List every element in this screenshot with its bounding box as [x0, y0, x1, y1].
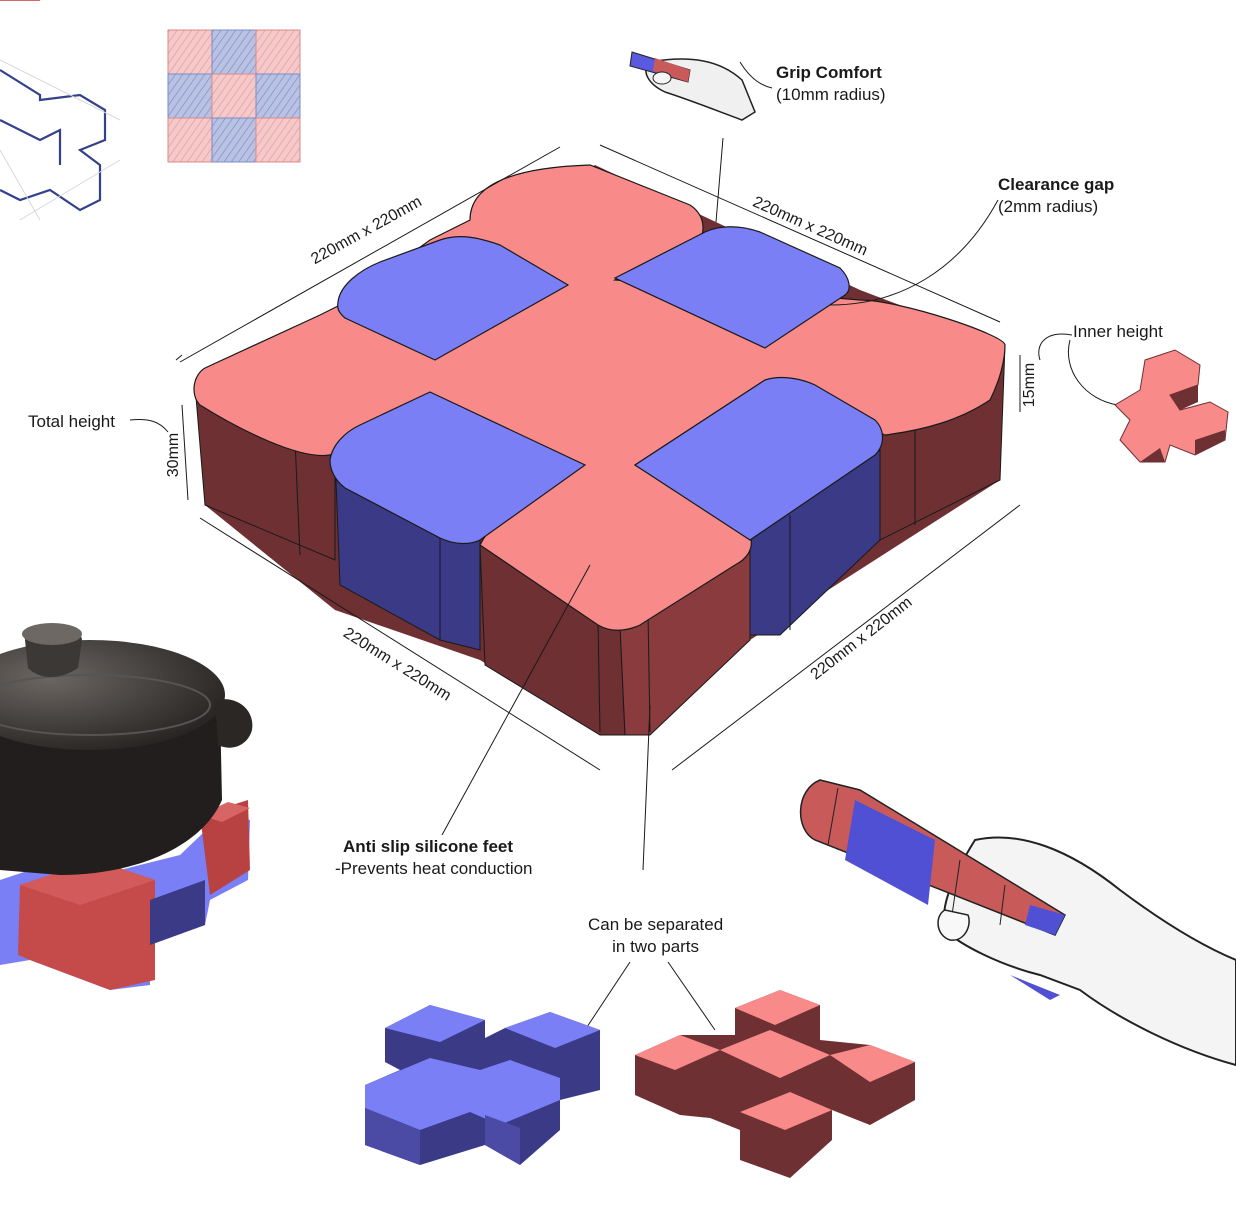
blue-part-icon	[365, 1005, 600, 1165]
checker-sketch-icon	[167, 29, 301, 163]
separate-label: Can be separated in two parts	[588, 914, 723, 958]
anti-slip-label: Anti slip silicone feet -Prevents heat c…	[335, 836, 533, 880]
clearance-gap-sub: (2mm radius)	[998, 197, 1099, 217]
red-part-icon	[635, 990, 915, 1178]
inner-height-label: Inner height	[1073, 322, 1163, 341]
hand-bottom-icon	[799, 779, 1236, 1067]
clearance-gap-label: Clearance gap (2mm radius)	[998, 174, 1114, 218]
pot-on-trivet-icon	[0, 623, 253, 990]
separate-line-1: Can be separated	[588, 915, 724, 934]
anti-slip-title: Anti slip silicone feet	[343, 837, 514, 856]
clearance-gap-title: Clearance gap	[998, 175, 1115, 194]
hand-top-icon	[629, 51, 756, 121]
grip-comfort-title: Grip Comfort	[776, 63, 882, 82]
dimension-lines	[129, 61, 1119, 1031]
dimension-total-height: 30mm	[165, 432, 183, 478]
grip-comfort-label: Grip Comfort (10mm radius)	[776, 62, 886, 106]
separate-line-2: in two parts	[612, 937, 700, 957]
inner-height-piece-icon	[1114, 349, 1229, 463]
total-height-label: Total height	[28, 412, 115, 431]
dimension-inner-height: 15mm	[1021, 362, 1039, 408]
wireframe-sketch-icon	[0, 0, 121, 221]
anti-slip-sub: -Prevents heat conduction	[335, 859, 533, 879]
grip-comfort-sub: (10mm radius)	[776, 85, 886, 105]
trivet-model	[193, 164, 1006, 736]
